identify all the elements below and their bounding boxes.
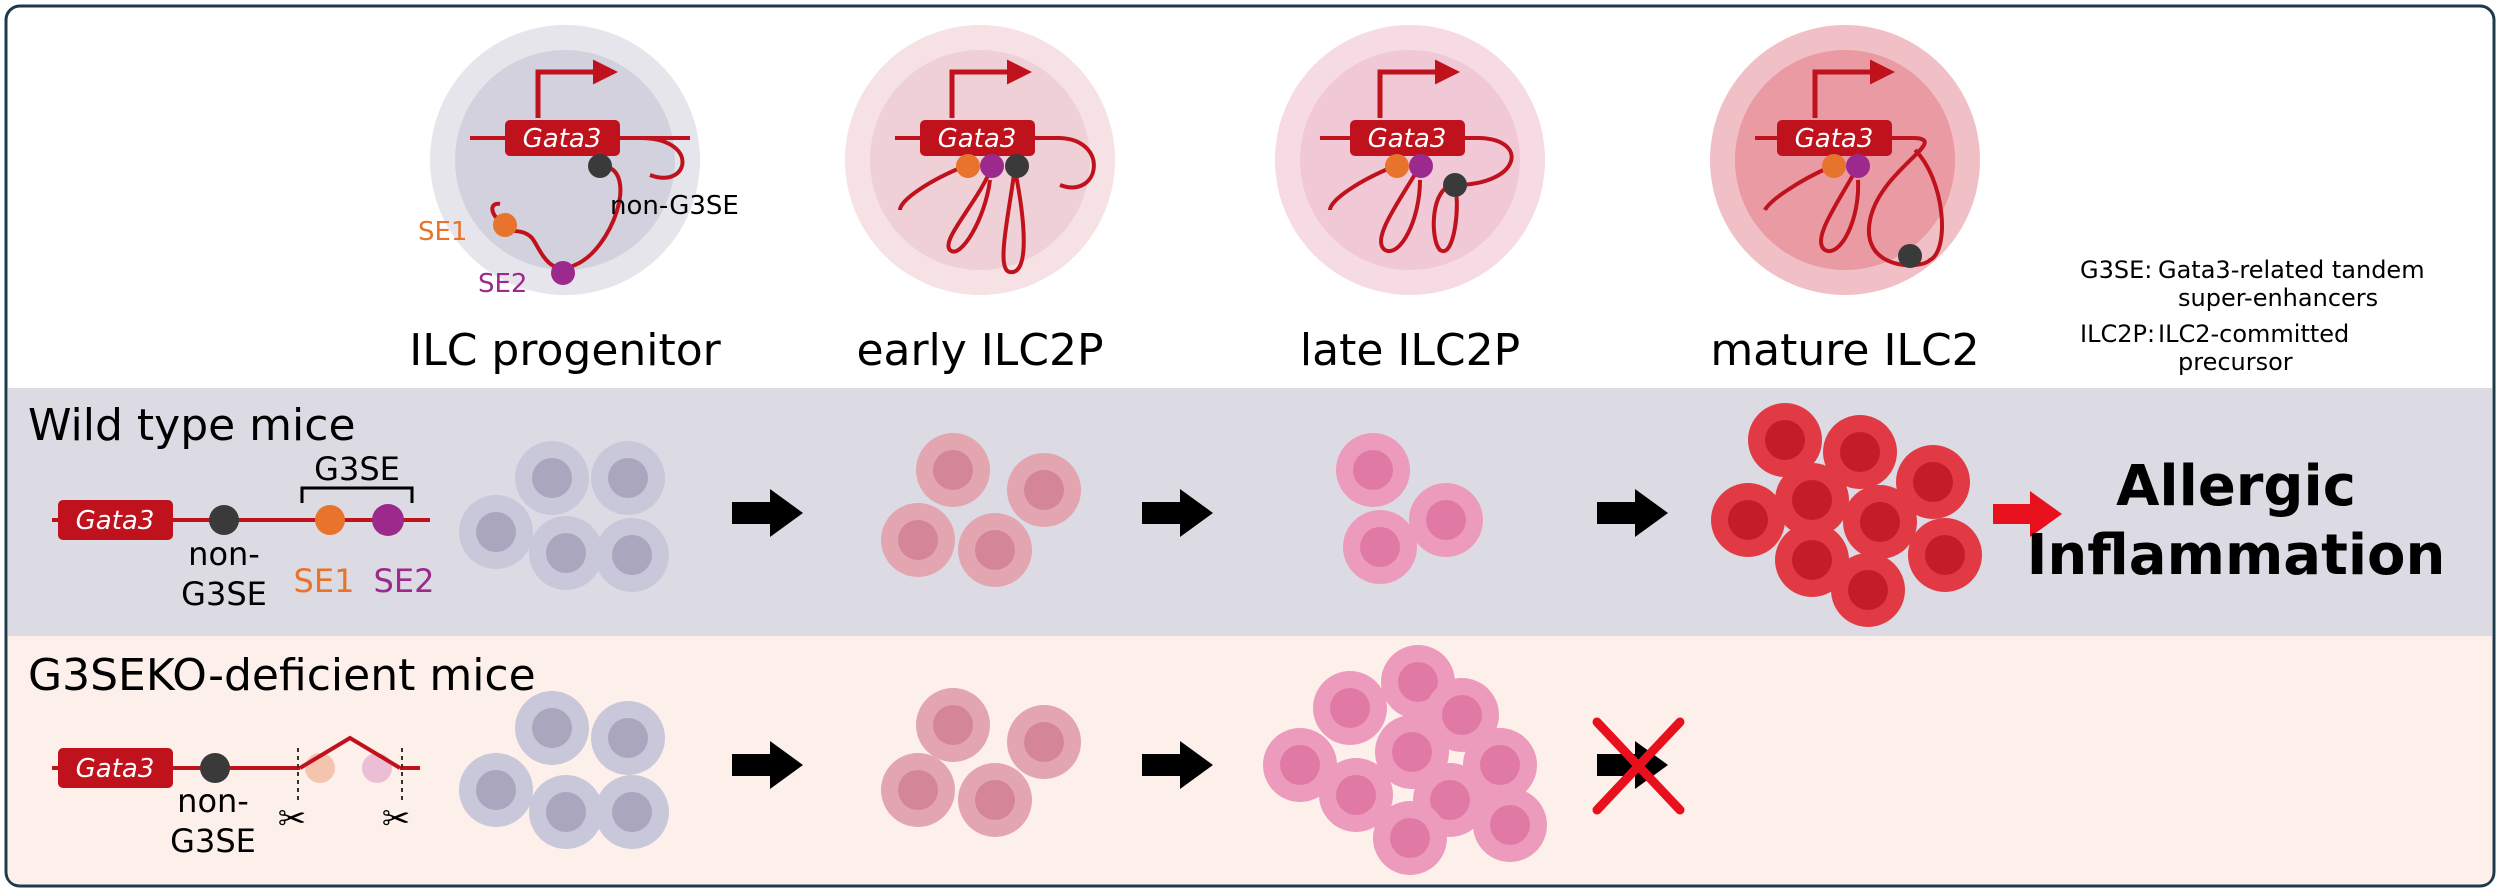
cell	[591, 701, 665, 775]
cell	[591, 441, 665, 515]
se2-label: SE2	[478, 269, 527, 299]
cell	[958, 513, 1032, 587]
cell	[1711, 483, 1785, 557]
wt-non-g3se-line2: G3SE	[181, 575, 267, 613]
red-arrow-icon	[1993, 491, 2062, 537]
wt-non-g3se-line1: non-	[188, 535, 260, 573]
cell	[1775, 463, 1849, 537]
cell	[958, 763, 1032, 837]
nucleus-late-ilc2p: Gata3	[1275, 25, 1545, 295]
wild-type-band	[8, 388, 2492, 636]
cell	[1263, 728, 1337, 802]
ko-progenitor-cells	[459, 691, 669, 849]
legend-g3se-term: G3SE:	[2080, 256, 2152, 284]
scissors-icon: ✂	[278, 799, 307, 839]
cell	[1373, 801, 1447, 875]
cell	[515, 441, 589, 515]
cell	[1896, 445, 1970, 519]
legend-ilc2p-line2: precursor	[2178, 348, 2293, 376]
ko-non-g3se-line2: G3SE	[170, 822, 256, 860]
non-g3se-label: non-G3SE	[610, 191, 739, 221]
legend-ilc2p-term: ILC2P:	[2080, 320, 2155, 348]
ko-late-cells	[1263, 645, 1547, 875]
stage-label-ilc-progenitor: ILC progenitor	[409, 325, 721, 376]
scissors-icon: ✂	[382, 799, 411, 839]
se1-label: SE1	[418, 217, 467, 247]
stage-label-early-ilc2p: early ILC2P	[856, 325, 1103, 376]
legend: G3SE: Gata3-related tandem super-enhance…	[2080, 256, 2425, 376]
wt-gene-label: Gata3	[76, 506, 155, 536]
wt-early-cells	[881, 433, 1081, 587]
svg-text:✂: ✂	[382, 799, 411, 839]
cell	[1775, 523, 1849, 597]
ko-non-g3se-line1: non-	[177, 782, 249, 820]
svg-text:✂: ✂	[278, 799, 307, 839]
ko-gene-label: Gata3	[76, 754, 155, 784]
arrow-icon	[1597, 489, 1668, 537]
cell	[1823, 415, 1897, 489]
gene-label: Gata3	[1795, 124, 1874, 154]
knockout-title: G3SEKO-deficient mice	[28, 650, 536, 701]
legend-g3se-line2: super-enhancers	[2178, 284, 2378, 312]
arrow-icon	[1142, 489, 1213, 537]
cell	[529, 516, 603, 590]
gene-label: Gata3	[1368, 124, 1447, 154]
wild-type-locus: Gata3 G3SE non- G3SE SE1 SE2	[52, 450, 434, 613]
legend-ilc2p-line1: ILC2-committed	[2158, 320, 2349, 348]
cell	[529, 775, 603, 849]
wt-se1-label: SE1	[294, 562, 355, 600]
wt-mature-cells	[1711, 403, 1982, 627]
cell	[1343, 510, 1417, 584]
outcome-line1: Allergic	[2116, 454, 2356, 519]
cell	[595, 518, 669, 592]
nucleus-ilc-progenitor: Gata3 SE1 SE2 non-G3SE	[418, 25, 739, 299]
cell	[1313, 671, 1387, 745]
cell	[1473, 788, 1547, 862]
wild-type-title: Wild type mice	[28, 400, 356, 451]
wt-g3se-bracket-label: G3SE	[314, 450, 400, 488]
cell	[459, 753, 533, 827]
cell	[1843, 485, 1917, 559]
gene-label: Gata3	[938, 124, 1017, 154]
outcome-line2: Inflammation	[2027, 523, 2446, 588]
cross-icon	[1592, 717, 1685, 815]
cell	[881, 753, 955, 827]
wt-progenitor-cells	[459, 441, 669, 592]
legend-g3se-line1: Gata3-related tandem	[2158, 256, 2425, 284]
knockout-locus: Gata3 ✂ ✂ non- G3SE	[52, 735, 420, 860]
arrow-icon	[1142, 741, 1213, 789]
wt-se2-label: SE2	[374, 562, 435, 600]
arrow-icon	[732, 741, 803, 789]
cell	[1319, 758, 1393, 832]
cell	[459, 495, 533, 569]
blocked-arrow	[1592, 717, 1685, 815]
cell	[1336, 433, 1410, 507]
cell	[881, 503, 955, 577]
stage-label-mature-ilc2: mature ILC2	[1710, 325, 1979, 376]
wt-late-cells	[1336, 433, 1483, 584]
gene-label: Gata3	[523, 124, 602, 154]
cell	[1831, 553, 1905, 627]
arrow-icon	[732, 489, 803, 537]
cell	[916, 688, 990, 762]
cell	[515, 691, 589, 765]
nucleus-early-ilc2p: Gata3	[845, 25, 1115, 295]
nucleus-mature-ilc2: Gata3	[1710, 25, 1980, 295]
cell	[1409, 483, 1483, 557]
cell	[1908, 518, 1982, 592]
stage-label-late-ilc2p: late ILC2P	[1300, 325, 1520, 376]
cell	[595, 775, 669, 849]
cell	[916, 433, 990, 507]
ko-early-cells	[881, 688, 1081, 837]
cell	[1748, 403, 1822, 477]
cell	[1007, 705, 1081, 779]
cell	[1007, 453, 1081, 527]
